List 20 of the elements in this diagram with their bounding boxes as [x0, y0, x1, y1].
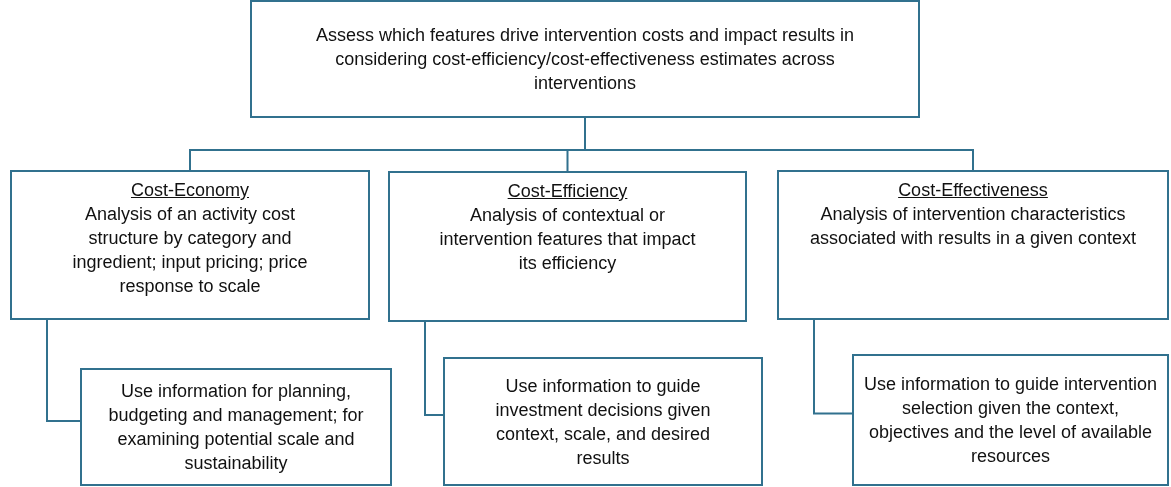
box-heading: Cost-Economy: [130, 179, 249, 202]
box-heading: Cost-Efficiency: [507, 180, 628, 203]
text-box: [10, 170, 370, 320]
connector-line: [424, 321, 444, 417]
box-text: Analysis of contextual or intervention features that impact its efficiency: [438, 204, 697, 275]
text-box: [443, 357, 763, 486]
text-box: [777, 170, 1169, 320]
connector-line: [813, 319, 853, 415]
text-box: [388, 171, 747, 322]
box-text: Use information to guide investment decisions given context, scale, and desired results: [494, 374, 712, 470]
box-text: Use information for planning, budgeting and management; for examining potential scale and sustainability: [107, 380, 365, 475]
connector-line: [46, 319, 81, 423]
text-box: [852, 354, 1169, 486]
box-text: Assess which features drive intervention costs and impact results in considering cost-efficiency/cost-effectiveness estimates across interventions: [314, 24, 856, 95]
box-heading: Cost-Effectiveness: [898, 179, 1048, 202]
text-box: [80, 368, 392, 486]
box-text: Analysis of an activity cost structure by category and ingredient; input pricing; price response to scale: [71, 203, 309, 298]
box-text: Analysis of intervention characteristics associated with results in a given context: [808, 203, 1138, 250]
text-box: [250, 0, 920, 118]
box-text: Use information to guide intervention selection given the context, objectives and the level of available resources: [862, 373, 1159, 468]
